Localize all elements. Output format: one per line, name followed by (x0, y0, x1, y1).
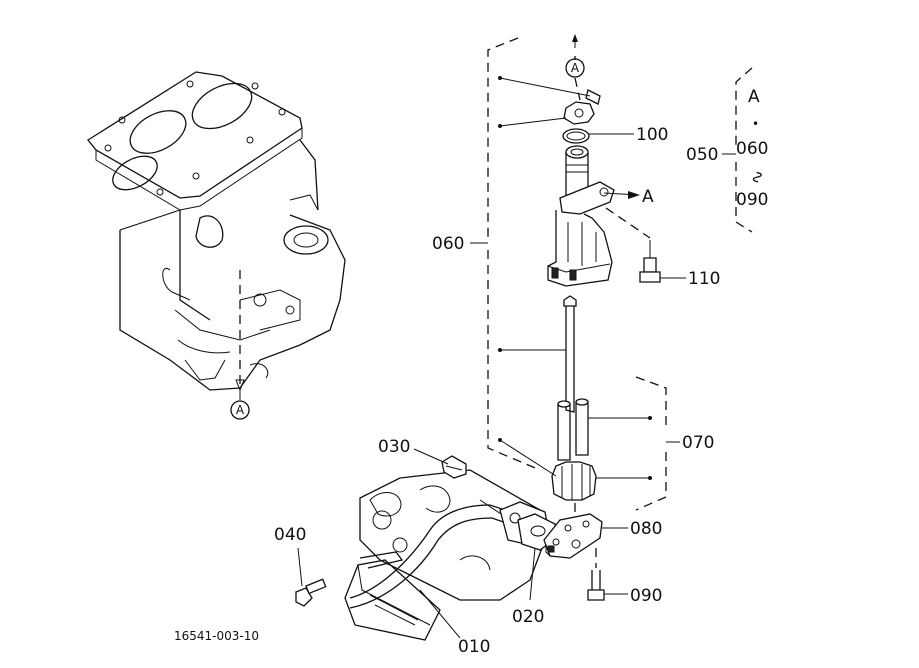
label-080: 080 (630, 519, 662, 539)
label-050: 050 (686, 145, 718, 165)
oil-pump-assembly (543, 89, 661, 601)
label-070: 070 (682, 433, 714, 453)
bracket-070 (635, 376, 680, 511)
label-060: 060 (432, 234, 464, 254)
label-030: 030 (378, 437, 410, 457)
bracket-tilde: ∿ (747, 170, 767, 184)
bracket-050 (722, 67, 753, 233)
bracket-label-060: 060 (736, 139, 768, 159)
engine-block-illustration (87, 71, 346, 400)
label-090: 090 (630, 586, 662, 606)
bracket-dot: • (752, 117, 759, 131)
bracket-label-a: A (748, 87, 760, 107)
bracket-060 (470, 37, 541, 471)
bolt-030 (441, 455, 467, 479)
label-020: 020 (512, 607, 544, 627)
part-labels: 100 A 060 110 070 080 090 020 010 030 04… (174, 87, 768, 657)
label-a-pointer: A (642, 187, 654, 207)
label-040: 040 (274, 525, 306, 545)
callout-a-left-text: A (236, 403, 245, 417)
callout-a-top: A (565, 34, 585, 101)
leader-lines (297, 76, 686, 639)
label-100: 100 (636, 125, 668, 145)
callout-a-top-text: A (571, 61, 580, 75)
drawing-number: 16541-003-10 (174, 629, 259, 643)
bracket-label-090: 090 (736, 190, 768, 210)
label-010: 010 (458, 637, 490, 657)
callout-a-left: A (230, 400, 250, 420)
oil-strainer-assembly (295, 469, 557, 641)
label-110: 110 (688, 269, 720, 289)
